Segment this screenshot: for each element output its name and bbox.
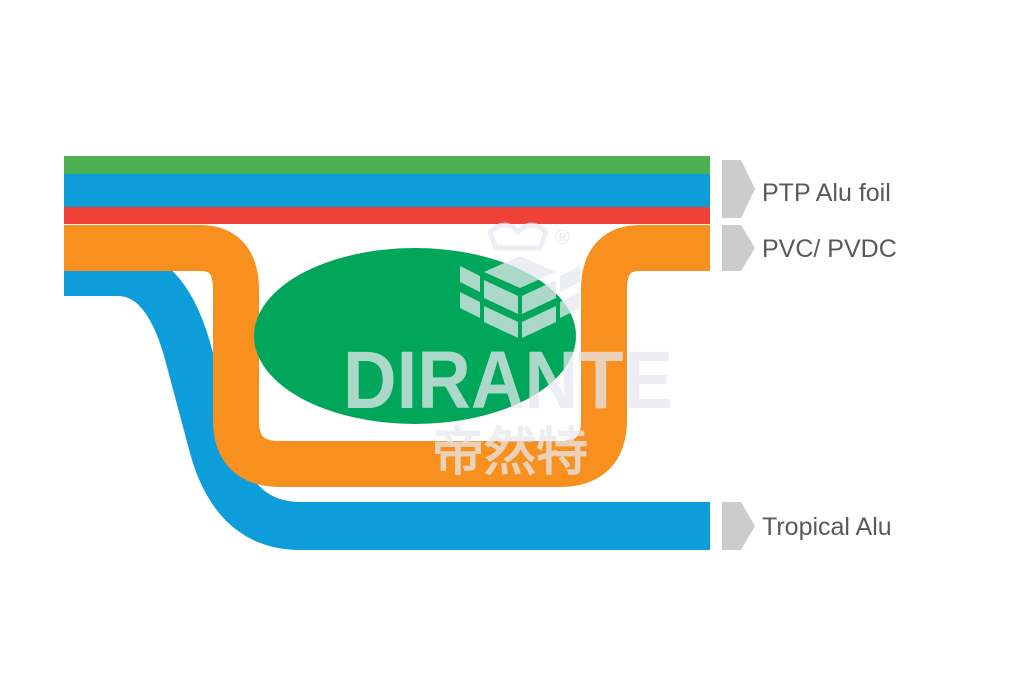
tropical-alu-label: Tropical Alu <box>762 513 892 541</box>
watermark-registered-mark: ® <box>555 227 570 249</box>
top-green-layer <box>64 156 710 174</box>
watermark-brand-cn: 帝然特 <box>432 423 588 483</box>
tropical-alu-marker <box>722 502 755 550</box>
watermark-emblem-icon <box>460 222 580 338</box>
pvc-pvdc-layer <box>64 225 710 487</box>
pvc-pvdc-marker <box>722 225 755 271</box>
pvc-pvdc-label: PVC/ PVDC <box>762 235 897 263</box>
ptp-alu-foil-label: PTP Alu foil <box>762 179 891 207</box>
tropical-alu-layer <box>64 248 710 550</box>
watermark-logo: ® DIRANTE 帝然特 <box>343 222 673 483</box>
watermark-brand: DIRANTE <box>343 335 673 426</box>
ptp-alu-foil-marker <box>722 160 755 218</box>
red-sealing-layer <box>64 207 710 224</box>
ptp-alu-foil-layer <box>64 174 710 207</box>
